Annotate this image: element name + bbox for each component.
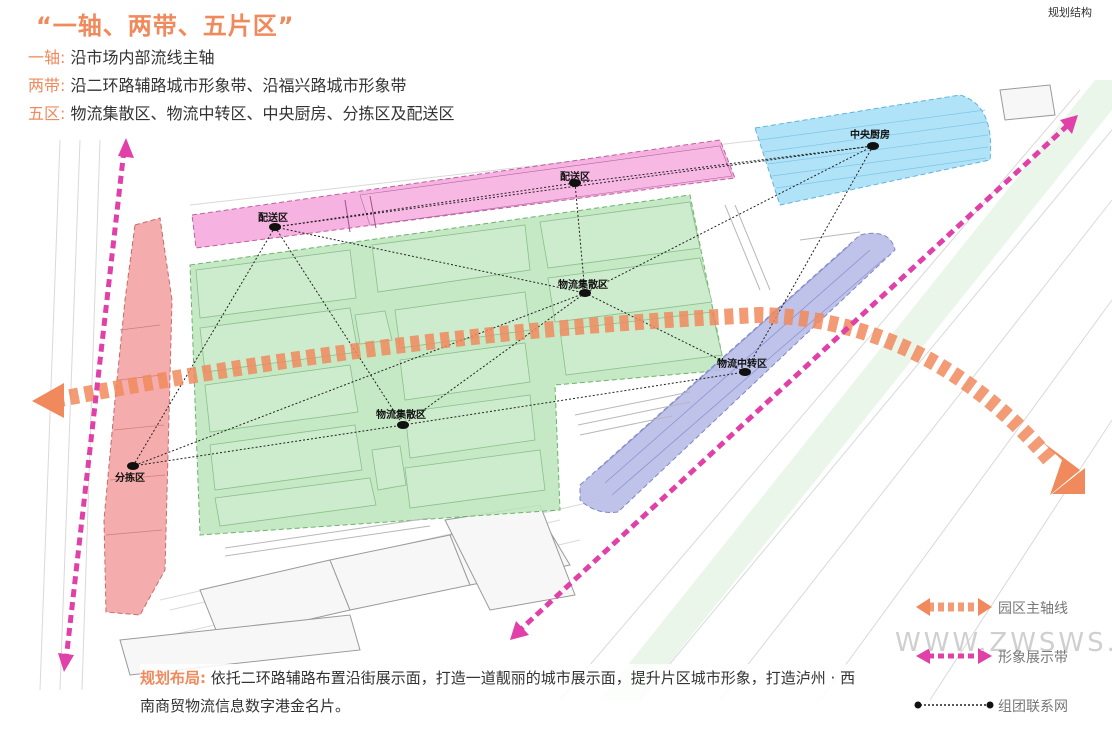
parking: [224, 204, 861, 557]
node-kitchen: [867, 142, 879, 150]
label-sorting: 分拣区: [115, 471, 145, 484]
legend-axis-symbol: [916, 598, 992, 616]
legend-belt-symbol: [916, 648, 992, 664]
zone-labels: 中央厨房 配送区 配送区 物流集散区 物流集散区 物流中转区 分拣区: [115, 128, 890, 484]
label-kitchen: 中央厨房: [850, 128, 890, 141]
node-delivery-top: [569, 179, 581, 187]
green-belt: [600, 80, 1112, 700]
main-axis: [32, 306, 1085, 495]
legend-network-symbol: [914, 701, 994, 709]
node-transfer: [739, 368, 751, 376]
legend-symbols: [914, 598, 994, 709]
context-buildings: [119, 84, 1056, 676]
zone-nodes: [127, 142, 879, 470]
zone-sorting: [103, 217, 173, 616]
node-delivery-left: [269, 223, 281, 231]
node-collect-2: [397, 421, 409, 429]
node-sorting: [127, 462, 139, 470]
label-collect-1: 物流集散区: [558, 278, 608, 291]
label-collect-2: 物流集散区: [376, 408, 426, 421]
label-delivery-left: 配送区: [258, 211, 288, 224]
label-transfer: 物流中转区: [717, 357, 767, 370]
network-lines: [132, 145, 874, 467]
label-delivery-top: 配送区: [560, 170, 590, 183]
zone-delivery-top: [191, 139, 736, 249]
zone-transfer: [579, 232, 896, 513]
image-belts: [58, 115, 1078, 672]
zone-collection: [189, 194, 726, 536]
zone-kitchen: [754, 94, 992, 206]
node-collect-1: [579, 289, 591, 297]
